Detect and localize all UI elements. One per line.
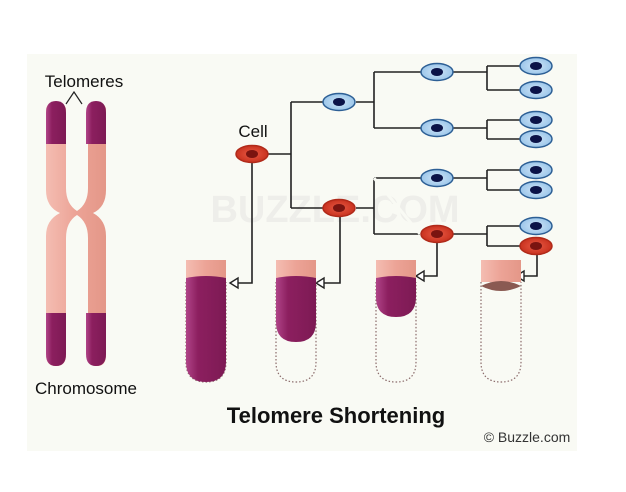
original-length-outline — [275, 282, 317, 383]
telomere-stage-1 — [185, 260, 227, 383]
cell-nucleus — [431, 174, 443, 182]
cell-nucleus — [530, 116, 542, 124]
telomere-stage-2 — [275, 260, 317, 383]
cell-nucleus — [431, 68, 443, 76]
copyright: © Buzzle.com — [484, 429, 571, 445]
telomere-stage-3 — [375, 260, 417, 383]
daughter-cell — [519, 110, 553, 130]
dividing-cell — [235, 144, 269, 164]
daughter-cell — [519, 56, 553, 76]
cell-nucleus — [431, 230, 443, 238]
cell-nucleus — [333, 98, 345, 106]
cell-nucleus — [530, 242, 542, 250]
cell-nucleus — [246, 150, 258, 158]
daughter-cell — [420, 118, 454, 138]
telomere-top-right — [86, 101, 106, 144]
cell-nucleus — [333, 204, 345, 212]
telomere-segment — [186, 276, 226, 382]
chromosome-end — [481, 260, 521, 282]
daughter-cell — [519, 80, 553, 100]
chromosome-label: Chromosome — [35, 379, 137, 398]
dividing-cell — [322, 198, 356, 218]
cells — [235, 56, 553, 256]
arrow-heads — [228, 269, 525, 290]
mask — [372, 177, 422, 235]
arrow-head-icon — [228, 276, 239, 290]
arrow-lines — [236, 162, 538, 284]
telomeres-label: Telomeres — [45, 72, 123, 91]
cell-nucleus — [530, 62, 542, 70]
daughter-cell — [519, 129, 553, 149]
arrow-head-icon — [314, 276, 325, 290]
daughter-cell — [420, 168, 454, 188]
daughter-cell — [519, 216, 553, 236]
telomere-stages — [185, 260, 522, 383]
daughter-cell — [322, 92, 356, 112]
lineage-lines — [268, 65, 520, 247]
arrow-head-icon — [414, 269, 425, 283]
dividing-cell — [519, 236, 553, 256]
daughter-cell — [519, 160, 553, 180]
daughter-cell — [420, 62, 454, 82]
dividing-cell — [420, 224, 454, 244]
chromosome-body — [46, 103, 106, 366]
diagram-panel — [27, 54, 577, 451]
cell-nucleus — [530, 222, 542, 230]
telomere-segment — [276, 276, 316, 342]
telomere-segment — [376, 276, 416, 317]
telomere-stage-4 — [480, 260, 522, 383]
diagram-title: Telomere Shortening — [227, 403, 445, 428]
cell-nucleus — [530, 135, 542, 143]
cell-nucleus — [530, 86, 542, 94]
chromosome — [46, 90, 106, 366]
telomere-bottom-left — [46, 313, 66, 366]
telomere-bottom-right — [86, 313, 106, 366]
telomere-segment — [481, 281, 521, 291]
cell-label: Cell — [238, 122, 267, 141]
cell-nucleus — [530, 166, 542, 174]
original-length-outline — [375, 282, 417, 383]
cell-nucleus — [530, 186, 542, 194]
telomere-top-left — [46, 101, 66, 144]
original-length-outline — [480, 282, 522, 383]
telomeres-pointer — [65, 90, 83, 105]
cell-nucleus — [431, 124, 443, 132]
daughter-cell — [519, 180, 553, 200]
